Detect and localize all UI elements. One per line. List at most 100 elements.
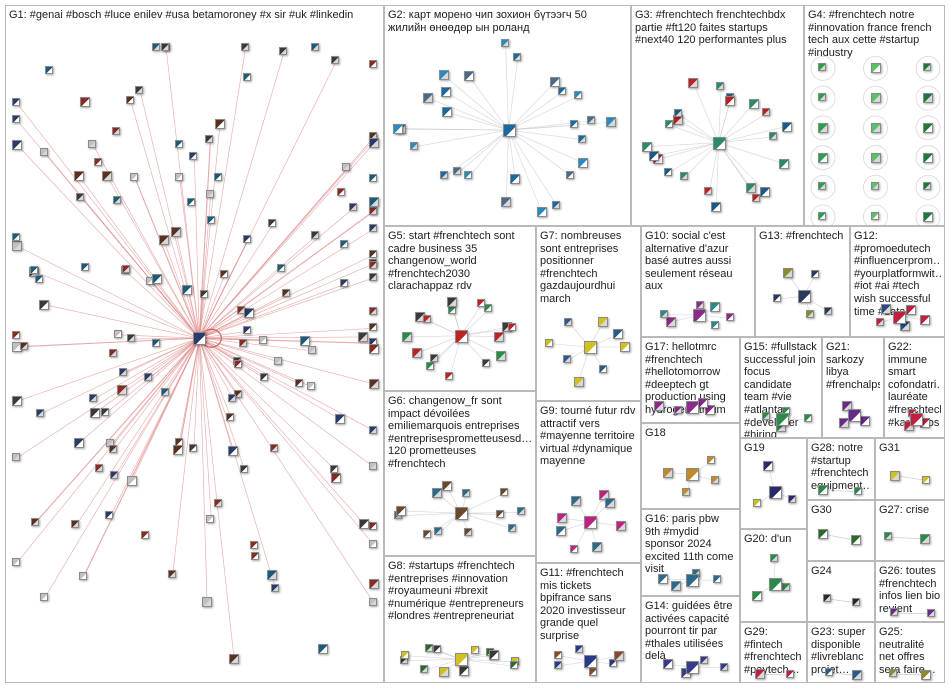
account-node[interactable] [671, 581, 681, 591]
account-node[interactable] [710, 302, 720, 312]
account-node[interactable] [818, 485, 828, 495]
account-node[interactable] [228, 394, 236, 402]
account-node[interactable] [696, 301, 704, 309]
account-node[interactable] [571, 496, 581, 506]
hub-node[interactable] [193, 332, 206, 345]
account-node[interactable] [589, 668, 597, 676]
account-node[interactable] [574, 91, 582, 99]
account-node[interactable] [890, 608, 898, 616]
account-node[interactable] [173, 445, 183, 455]
account-node[interactable] [114, 330, 122, 338]
account-node[interactable] [464, 71, 474, 81]
account-node[interactable] [359, 519, 369, 529]
account-node[interactable] [189, 152, 197, 160]
account-node[interactable] [250, 541, 258, 549]
hub-node[interactable] [686, 468, 699, 481]
account-node[interactable] [369, 207, 377, 215]
account-node[interactable] [663, 659, 673, 669]
account-node[interactable] [782, 583, 790, 591]
account-node[interactable] [12, 331, 20, 339]
account-node[interactable] [349, 203, 357, 211]
account-node[interactable] [923, 153, 933, 163]
account-node[interactable] [763, 461, 773, 471]
account-node[interactable] [420, 665, 428, 673]
account-node[interactable] [243, 326, 251, 334]
account-node[interactable] [658, 574, 668, 584]
account-node[interactable] [340, 240, 348, 248]
account-node[interactable] [94, 158, 102, 166]
account-node[interactable] [369, 344, 379, 354]
account-node[interactable] [90, 408, 100, 418]
account-node[interactable] [922, 476, 930, 484]
account-node[interactable] [300, 336, 310, 346]
account-node[interactable] [40, 148, 48, 156]
account-node[interactable] [35, 275, 43, 283]
account-node[interactable] [818, 153, 828, 163]
account-node[interactable] [243, 235, 251, 243]
account-node[interactable] [818, 529, 828, 539]
account-node[interactable] [268, 219, 276, 227]
account-node[interactable] [369, 60, 377, 68]
account-node[interactable] [79, 572, 87, 580]
account-node[interactable] [500, 488, 508, 496]
account-node[interactable] [117, 385, 127, 395]
account-node[interactable] [214, 173, 222, 181]
account-node[interactable] [445, 372, 453, 380]
account-node[interactable] [369, 307, 377, 315]
account-node[interactable] [700, 656, 708, 664]
account-node[interactable] [570, 120, 578, 128]
account-node[interactable] [614, 651, 624, 661]
account-node[interactable] [127, 334, 135, 342]
account-node[interactable] [161, 388, 169, 396]
account-node[interactable] [871, 123, 881, 133]
account-node[interactable] [753, 499, 761, 507]
account-node[interactable] [698, 398, 708, 408]
account-node[interactable] [545, 339, 553, 347]
account-node[interactable] [88, 140, 96, 148]
account-node[interactable] [783, 268, 793, 278]
account-node[interactable] [666, 317, 676, 327]
account-node[interactable] [654, 401, 664, 411]
account-node[interactable] [423, 93, 433, 103]
account-node[interactable] [876, 318, 884, 326]
account-node[interactable] [823, 594, 831, 602]
account-node[interactable] [215, 119, 225, 129]
account-node[interactable] [214, 499, 222, 507]
account-node[interactable] [501, 39, 509, 47]
account-node[interactable] [906, 305, 916, 315]
account-node[interactable] [566, 171, 574, 179]
account-node[interactable] [412, 348, 422, 358]
account-node[interactable] [704, 187, 712, 195]
account-node[interactable] [613, 329, 623, 339]
account-node[interactable] [682, 488, 690, 496]
account-node[interactable] [482, 359, 490, 367]
account-node[interactable] [725, 96, 735, 106]
account-node[interactable] [575, 645, 583, 653]
account-node[interactable] [711, 321, 719, 329]
account-node[interactable] [423, 315, 431, 323]
account-node[interactable] [239, 339, 247, 347]
account-node[interactable] [570, 545, 578, 553]
account-node[interactable] [508, 524, 516, 532]
account-node[interactable] [433, 645, 441, 653]
account-node[interactable] [105, 511, 113, 519]
account-node[interactable] [369, 462, 377, 470]
account-node[interactable] [537, 207, 547, 217]
account-node[interactable] [464, 528, 472, 536]
account-node[interactable] [358, 332, 368, 342]
account-node[interactable] [804, 414, 812, 422]
account-node[interactable] [510, 174, 520, 184]
account-node[interactable] [241, 43, 249, 51]
account-node[interactable] [489, 650, 499, 660]
account-node[interactable] [786, 670, 794, 678]
account-node[interactable] [220, 270, 228, 278]
account-node[interactable] [152, 274, 162, 284]
account-node[interactable] [663, 468, 673, 478]
account-node[interactable] [40, 593, 48, 601]
account-node[interactable] [852, 598, 860, 606]
account-node[interactable] [752, 194, 760, 202]
account-node[interactable] [447, 297, 457, 307]
account-node[interactable] [563, 355, 571, 363]
account-node[interactable] [260, 373, 268, 381]
account-node[interactable] [152, 43, 160, 51]
